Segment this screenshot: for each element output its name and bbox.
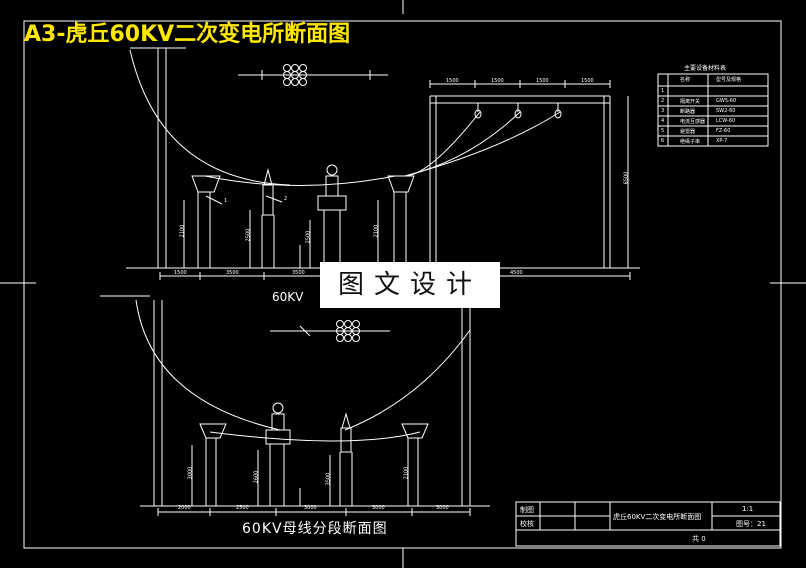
- table-cell: 2: [661, 98, 665, 104]
- section-lower-label: 60KV母线分段断面图: [242, 521, 388, 537]
- dim-top-0: 1500: [446, 78, 459, 84]
- table-cell: 3: [661, 108, 665, 114]
- table-cell: XP-7: [716, 138, 728, 144]
- dim-bottom-0: 1500: [174, 270, 187, 276]
- dim-pole4: 2100: [373, 224, 380, 238]
- table-cell: 4: [661, 118, 665, 124]
- dim-lower-pole2: 2600: [253, 470, 260, 484]
- table-cell: 电流互感器: [680, 119, 706, 125]
- table-cell: LCW-60: [716, 118, 736, 124]
- table-cell: 6: [661, 138, 665, 144]
- drawing-title: A3-虎丘60KV二次变电所断面图: [24, 22, 351, 47]
- table-cell: 绝缘子串: [680, 139, 701, 145]
- tb-sheet-no: 图号：21: [736, 520, 766, 528]
- dim-pole2: 2500: [245, 228, 252, 242]
- dim-lower-pole4: 2100: [403, 466, 410, 480]
- dim-lower-bottom-0: 2000: [178, 505, 191, 511]
- dim-bottom-2: 3500: [292, 270, 305, 276]
- dim-pole1: 2100: [179, 224, 186, 238]
- watermark: 图文设计: [320, 262, 500, 308]
- table-header-cell: 型号及规格: [716, 77, 742, 83]
- dim-lower-bottom-4: 3000: [436, 505, 449, 511]
- section-upper-label: 60KV: [272, 290, 304, 304]
- dim-lower-pole1: 3000: [187, 466, 194, 480]
- dim-top-3: 1500: [581, 78, 594, 84]
- dim-pole3: 2500: [305, 230, 312, 244]
- table-cell: 1: [661, 88, 665, 94]
- tb-bottom: 共 0: [692, 535, 706, 543]
- dim-lower-bottom-1: 2500: [236, 505, 249, 511]
- table-cell: 断路器: [680, 109, 696, 115]
- table-cell: 避雷器: [680, 129, 696, 135]
- dim-bottom-3: 4500: [510, 270, 523, 276]
- tb-row2-left: 校核: [520, 520, 534, 528]
- dim-lower-bottom-2: 3000: [304, 505, 317, 511]
- leader-1: 1: [224, 198, 228, 204]
- tb-drawing-name: 虎丘60KV二次变电所断面图: [613, 513, 702, 521]
- leader-2: 2: [284, 196, 288, 202]
- table-cell: GW5-60: [716, 98, 737, 104]
- table-header-cell: 名称: [680, 77, 691, 83]
- dim-right-height: 6500: [623, 171, 630, 185]
- table-cell: 隔离开关: [680, 99, 701, 105]
- dim-bottom-1: 3500: [226, 270, 239, 276]
- tb-row1-left: 制图: [520, 506, 534, 514]
- dim-top-1: 1500: [491, 78, 504, 84]
- dim-lower-pole3: 3500: [325, 472, 332, 486]
- table-cell: 5: [661, 128, 665, 134]
- tb-scale: 1:1: [742, 505, 754, 513]
- dim-lower-bottom-3: 3000: [372, 505, 385, 511]
- dim-top-2: 1500: [536, 78, 549, 84]
- table-cell: SW2-60: [716, 108, 736, 114]
- table-cell: FZ-60: [716, 128, 731, 134]
- table-heading: 主要设备材料表: [684, 65, 727, 72]
